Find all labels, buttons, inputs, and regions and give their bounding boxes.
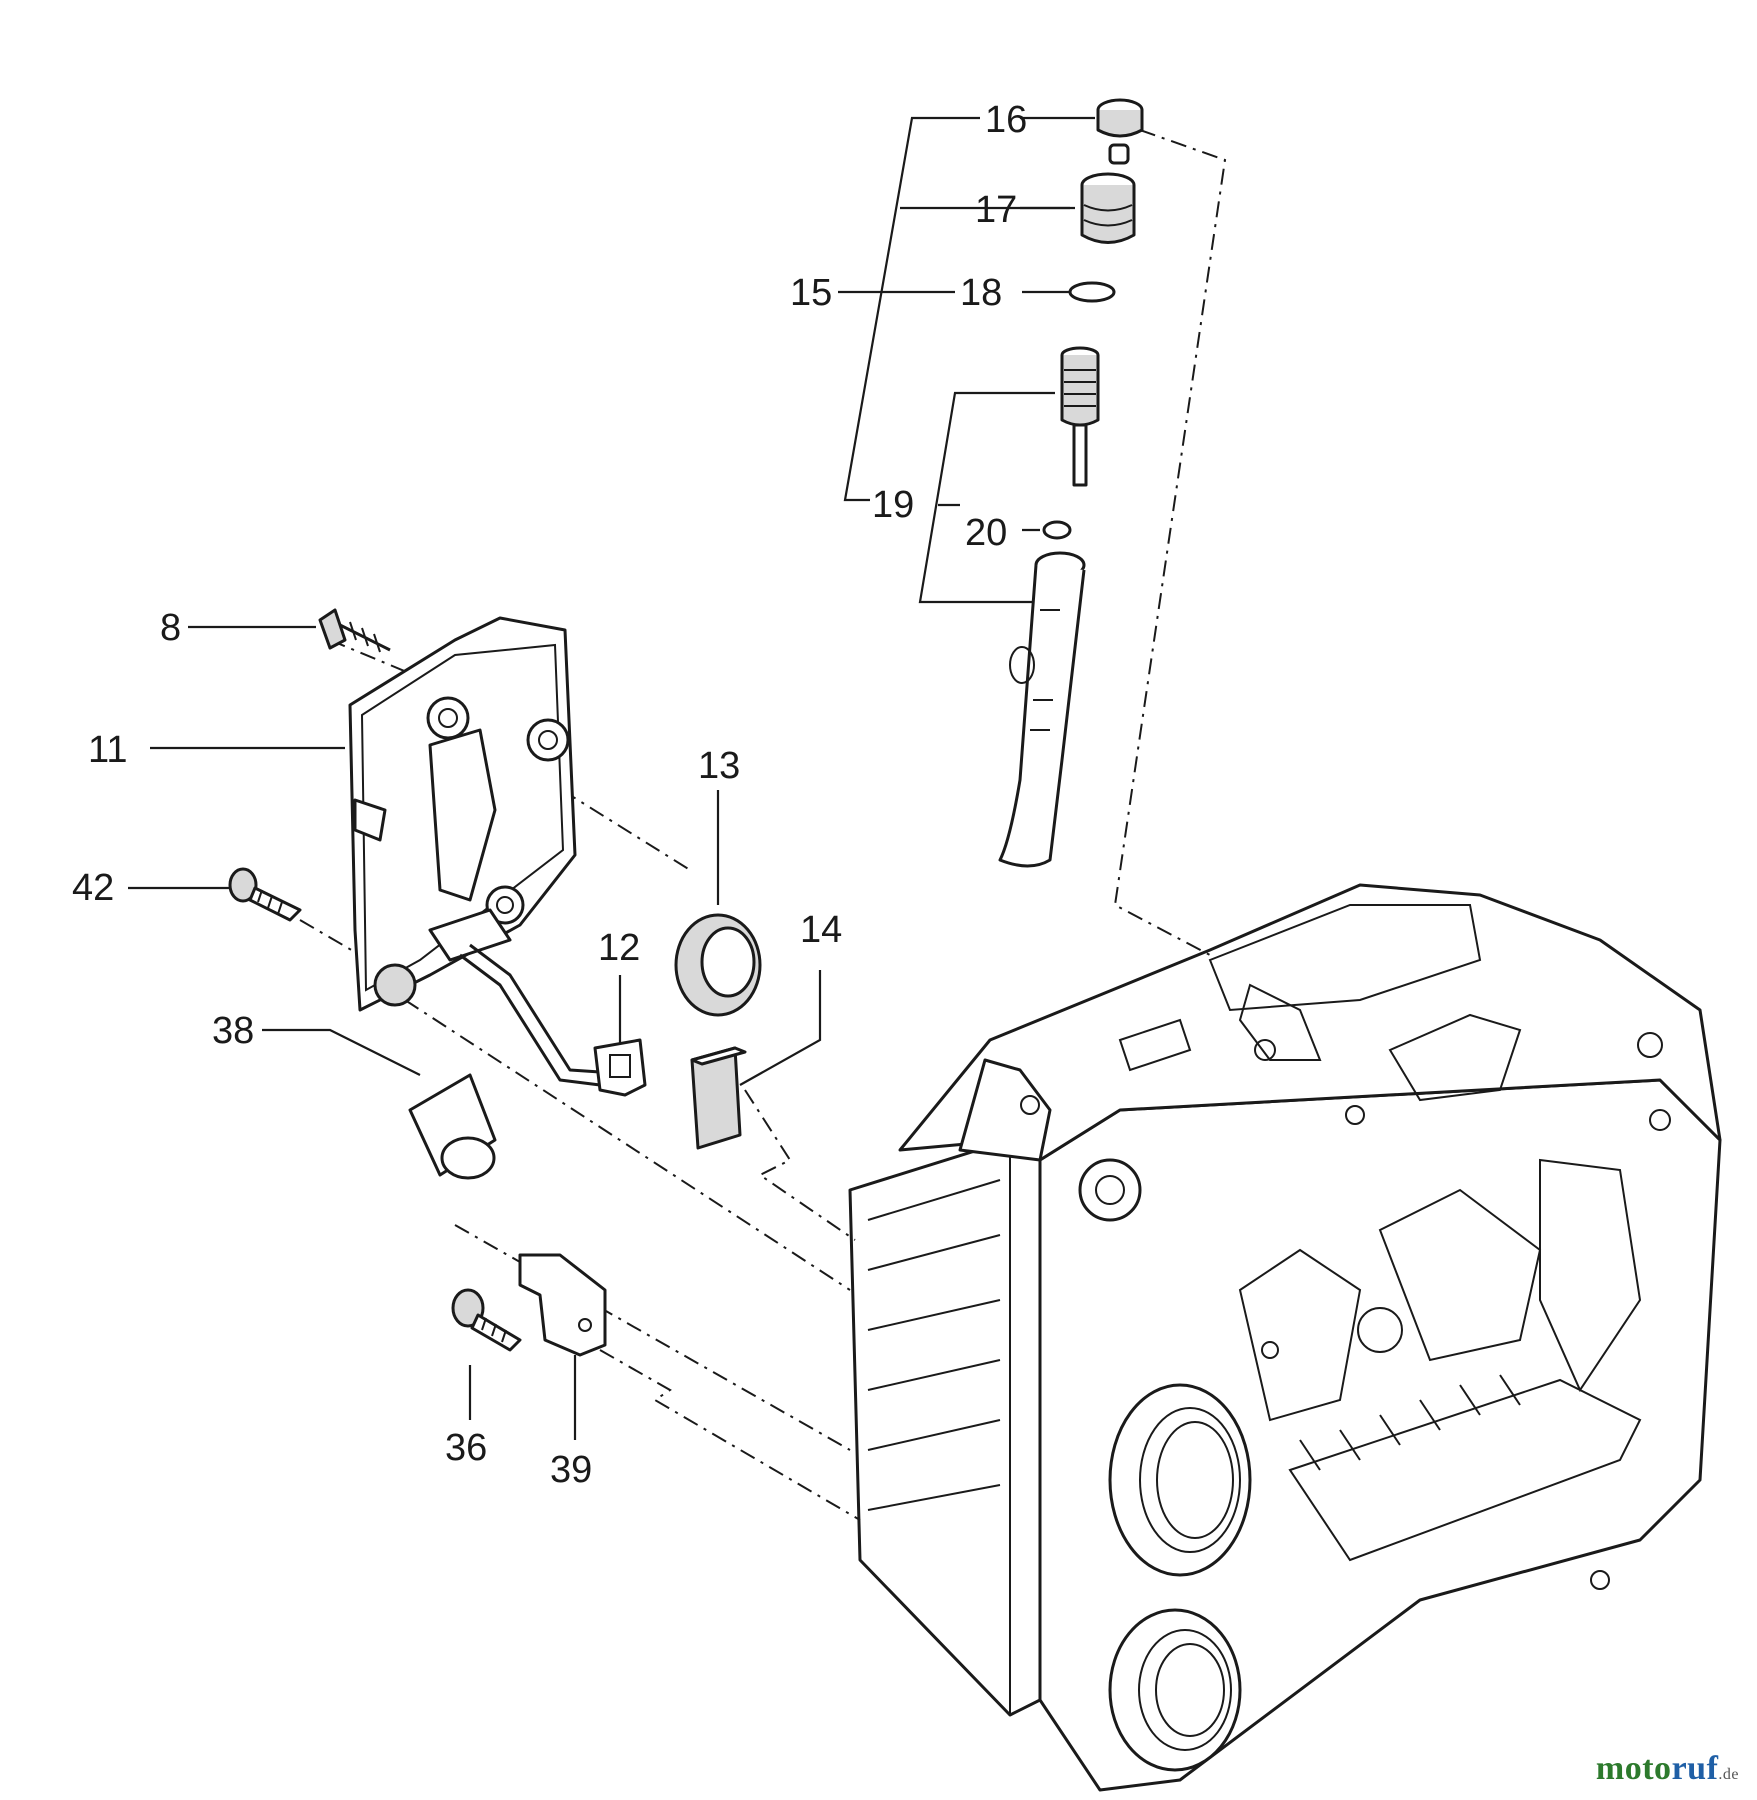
part-11-cover-plate: [348, 616, 577, 1012]
part-14-rubber-pad: [690, 1046, 747, 1150]
label-19: 19: [872, 484, 914, 526]
label-42: 42: [72, 867, 114, 909]
watermark-suffix: .de: [1718, 1766, 1739, 1783]
part-19-strainer-piston: [1060, 346, 1100, 487]
oil-line-pipe: [459, 943, 601, 1087]
oil-pump-housing: [998, 551, 1086, 868]
label-14: 14: [800, 909, 842, 951]
part-20-small-ring: [1042, 520, 1072, 540]
part-36-screw: [451, 1288, 522, 1352]
part-12-clip: [593, 1038, 647, 1097]
part-16-cap: [1096, 98, 1144, 165]
label-12: 12: [598, 927, 640, 969]
site-watermark: motoruf.de: [1596, 1750, 1739, 1788]
part-39-bracket: [518, 1253, 607, 1357]
label-20: 20: [965, 512, 1007, 554]
label-16: 16: [985, 99, 1027, 141]
part-42-screw: [228, 867, 302, 922]
crankcase-housing: [848, 883, 1722, 1792]
label-11: 11: [88, 729, 127, 771]
label-13: 13: [698, 745, 740, 787]
label-39: 39: [550, 1449, 592, 1491]
part-13-oil-seal: [674, 913, 762, 1017]
part-18-o-ring: [1068, 281, 1116, 303]
label-18: 18: [960, 272, 1002, 314]
part-8-screw: [318, 608, 391, 653]
label-8: 8: [160, 607, 181, 649]
watermark-part2: ruf: [1671, 1750, 1719, 1787]
label-38: 38: [212, 1010, 254, 1052]
callout-labels: 16 17 15 18 19 20 8 11 13 42 14 12 38 36…: [72, 99, 1027, 1491]
label-15: 15: [790, 272, 832, 314]
part-17-valve-body: [1080, 172, 1136, 244]
part-38-sleeve: [408, 1073, 497, 1180]
label-36: 36: [445, 1427, 487, 1469]
watermark-part1: moto: [1595, 1750, 1672, 1787]
label-17: 17: [975, 189, 1017, 231]
